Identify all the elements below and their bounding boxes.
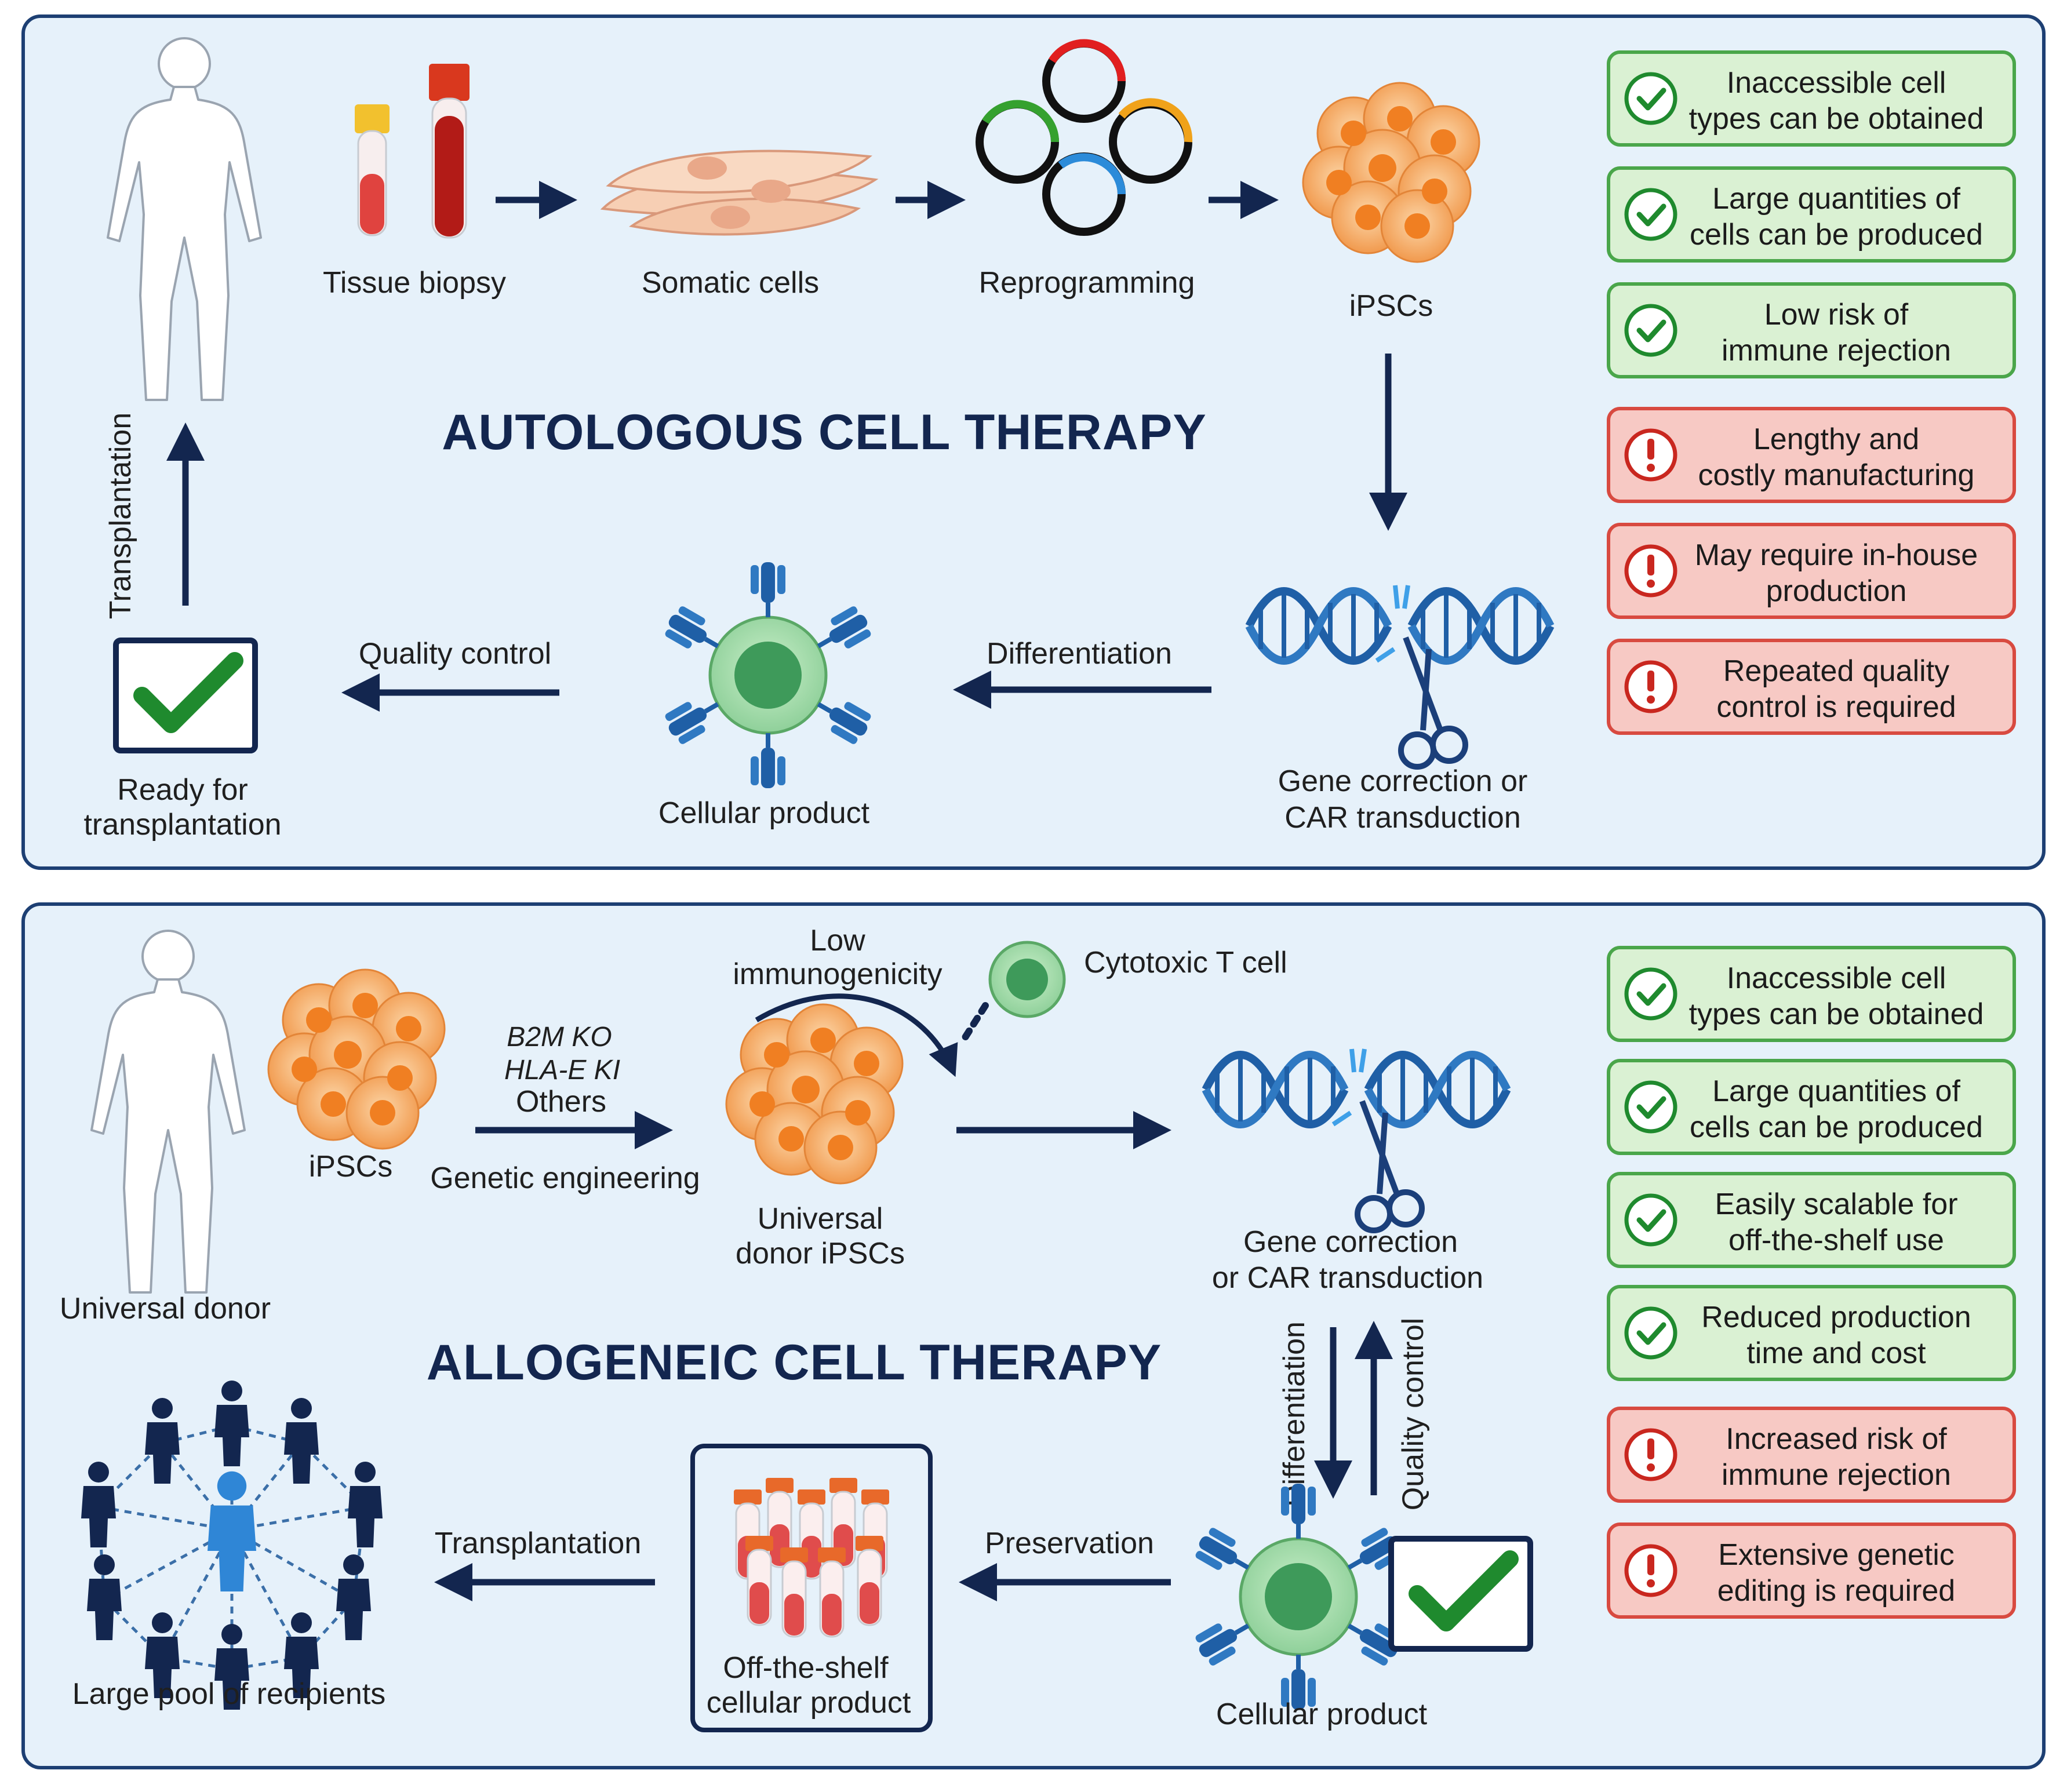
allo-differentiation-label: Differentiation: [1278, 1321, 1311, 1507]
low-immunogenicity-label-line1: Low: [810, 924, 865, 957]
card-text-line2: types can be obtained: [1689, 102, 1984, 136]
card-text-line1: Easily scalable for: [1715, 1188, 1957, 1221]
tissue-biopsy-label: Tissue biopsy: [323, 266, 506, 300]
card-text-line1: Reduced production: [1701, 1301, 1971, 1334]
low-immunogenicity-label-line2: immunogenicity: [733, 957, 942, 991]
check-circle-icon: [1624, 1193, 1677, 1247]
card-text-line1: Extensive genetic: [1718, 1538, 1955, 1572]
card-text-line1: May require in-house: [1695, 538, 1978, 572]
preservation-label: Preservation: [985, 1527, 1154, 1560]
autologous-title: AUTOLOGOUS CELL THERAPY: [442, 405, 1206, 460]
card-text-line2: cells can be produced: [1690, 1110, 1983, 1144]
card-text-line2: time and cost: [1746, 1336, 1926, 1370]
card-text-line2: immune rejection: [1722, 1458, 1951, 1492]
autologous-panel: [21, 14, 2046, 870]
quality-control-label: Quality control: [359, 637, 551, 671]
card-text-line2: costly manufacturing: [1698, 458, 1975, 492]
alert-circle-icon: [1624, 544, 1677, 598]
allo-transplantation-label: Transplantation: [435, 1527, 642, 1560]
card-text-line1: Repeated quality: [1723, 654, 1949, 688]
reprogramming-icon: [976, 39, 1193, 236]
allo-cellular-product-label: Cellular product: [1216, 1698, 1428, 1731]
ready-label-line1: Ready for: [117, 773, 248, 807]
reprogramming-label: Reprogramming: [979, 266, 1195, 300]
universal-ipscs-label-line1: Universal: [758, 1202, 883, 1236]
recipients-network-icon: [81, 1381, 383, 1710]
card-text-line2: editing is required: [1717, 1574, 1955, 1608]
card-text-line1: Low risk of: [1764, 298, 1909, 332]
transplantation-label-vertical: Transplantation: [104, 413, 137, 620]
check-circle-icon: [1624, 304, 1677, 357]
card-text-line2: off-the-shelf use: [1728, 1223, 1944, 1257]
offshelf-label-line1: Off-the-shelf: [723, 1651, 889, 1685]
check-circle-icon: [1624, 967, 1677, 1021]
allo-gene-correction-label-line1: Gene correction: [1243, 1225, 1458, 1259]
blood-tubes-icon: [355, 64, 470, 239]
card-text-line1: Inaccessible cell: [1727, 66, 1946, 100]
edit-hla-label: HLA-E KI: [504, 1055, 620, 1086]
card-text-line1: Increased risk of: [1726, 1422, 1947, 1456]
t-cell-dotted-line: [962, 1002, 989, 1041]
ready-label-line2: transplantation: [83, 808, 281, 842]
card-text-line1: Large quantities of: [1712, 182, 1960, 216]
ipscs-label: iPSCs: [1349, 289, 1433, 323]
differentiation-label: Differentiation: [987, 637, 1172, 671]
allo-gene-correction-label-line2: or CAR transduction: [1212, 1261, 1483, 1295]
gene-correction-label-line1: Gene correction or: [1278, 764, 1528, 798]
edit-others-label: Others: [516, 1085, 606, 1119]
gene-correction-label-line2: CAR transduction: [1284, 801, 1521, 835]
cellular-product-label: Cellular product: [658, 796, 870, 830]
card-text-line2: control is required: [1716, 690, 1956, 724]
card-text-line2: types can be obtained: [1689, 997, 1984, 1031]
edit-b2m-label: B2M KO: [507, 1022, 612, 1052]
check-circle-icon: [1624, 188, 1677, 241]
card-text-line2: immune rejection: [1722, 334, 1951, 367]
somatic-cells-icon: [600, 150, 879, 236]
card-text-line2: cells can be produced: [1690, 218, 1983, 252]
card-text-line1: Lengthy and: [1753, 422, 1919, 456]
allogeneic-panel: [21, 902, 2046, 1769]
alert-circle-icon: [1624, 660, 1677, 713]
cytotoxic-t-cell-icon: [988, 941, 1066, 1018]
universal-ipscs-label-line2: donor iPSCs: [736, 1237, 905, 1270]
universal-donor-label: Universal donor: [60, 1292, 271, 1325]
genetic-engineering-label: Genetic engineering: [430, 1161, 700, 1195]
somatic-cells-label: Somatic cells: [642, 266, 819, 300]
check-circle-icon: [1624, 72, 1677, 125]
card-text-line1: Large quantities of: [1712, 1075, 1960, 1108]
alert-circle-icon: [1624, 1428, 1677, 1481]
arrow-low-immunogenicity: [755, 993, 958, 1077]
offshelf-label-line2: cellular product: [707, 1686, 911, 1720]
allogeneic-title: ALLOGENEIC CELL THERAPY: [427, 1335, 1162, 1390]
recipients-label: Large pool of recipients: [72, 1677, 386, 1711]
cytotoxic-t-cell-label: Cytotoxic T cell: [1084, 946, 1287, 979]
ready-checkbox-icon: [116, 640, 255, 751]
card-text-line2: production: [1766, 574, 1907, 608]
allo-checkbox-icon: [1391, 1539, 1530, 1649]
alert-circle-icon: [1624, 428, 1677, 482]
check-circle-icon: [1624, 1080, 1677, 1134]
donor-ipscs-label: iPSCs: [309, 1150, 392, 1183]
card-text-line1: Inaccessible cell: [1727, 961, 1946, 995]
alert-circle-icon: [1624, 1544, 1677, 1597]
check-circle-icon: [1624, 1306, 1677, 1360]
allo-quality-control-label: Quality control: [1396, 1318, 1430, 1510]
